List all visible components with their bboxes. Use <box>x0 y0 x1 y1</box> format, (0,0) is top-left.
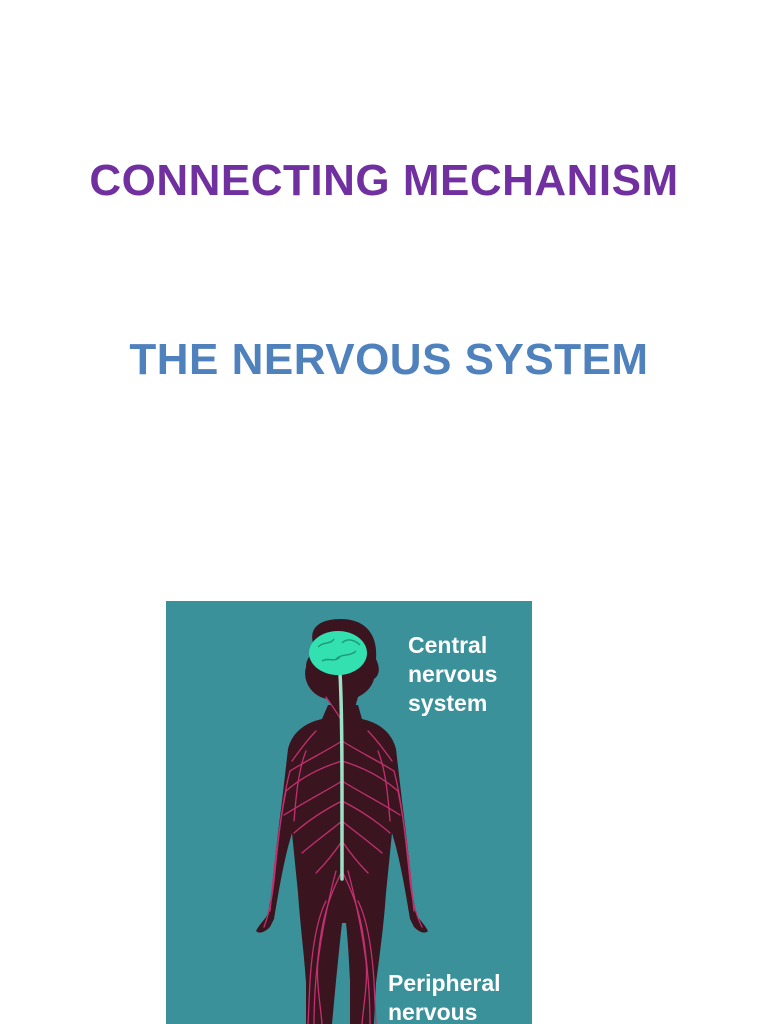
label-peripheral-line: nervous <box>388 999 478 1024</box>
nervous-system-figure: Central nervous system Peripheral nervou… <box>166 601 532 1024</box>
slide-title: CONNECTING MECHANISM <box>89 156 679 205</box>
nervous-system-illustration <box>166 601 532 1024</box>
peripheral-nerves <box>263 696 423 1024</box>
label-peripheral-line: Peripheral <box>388 970 501 996</box>
label-central-nervous-system: Central nervous system <box>408 631 528 718</box>
brain-icon <box>309 631 367 675</box>
label-peripheral-nervous-system: Peripheral nervous <box>388 969 528 1024</box>
slide-subtitle: THE NERVOUS SYSTEM <box>129 335 649 384</box>
label-central-line: nervous <box>408 661 498 687</box>
label-central-line: Central <box>408 632 488 658</box>
spinal-cord <box>338 671 344 881</box>
label-central-line: system <box>408 690 488 716</box>
